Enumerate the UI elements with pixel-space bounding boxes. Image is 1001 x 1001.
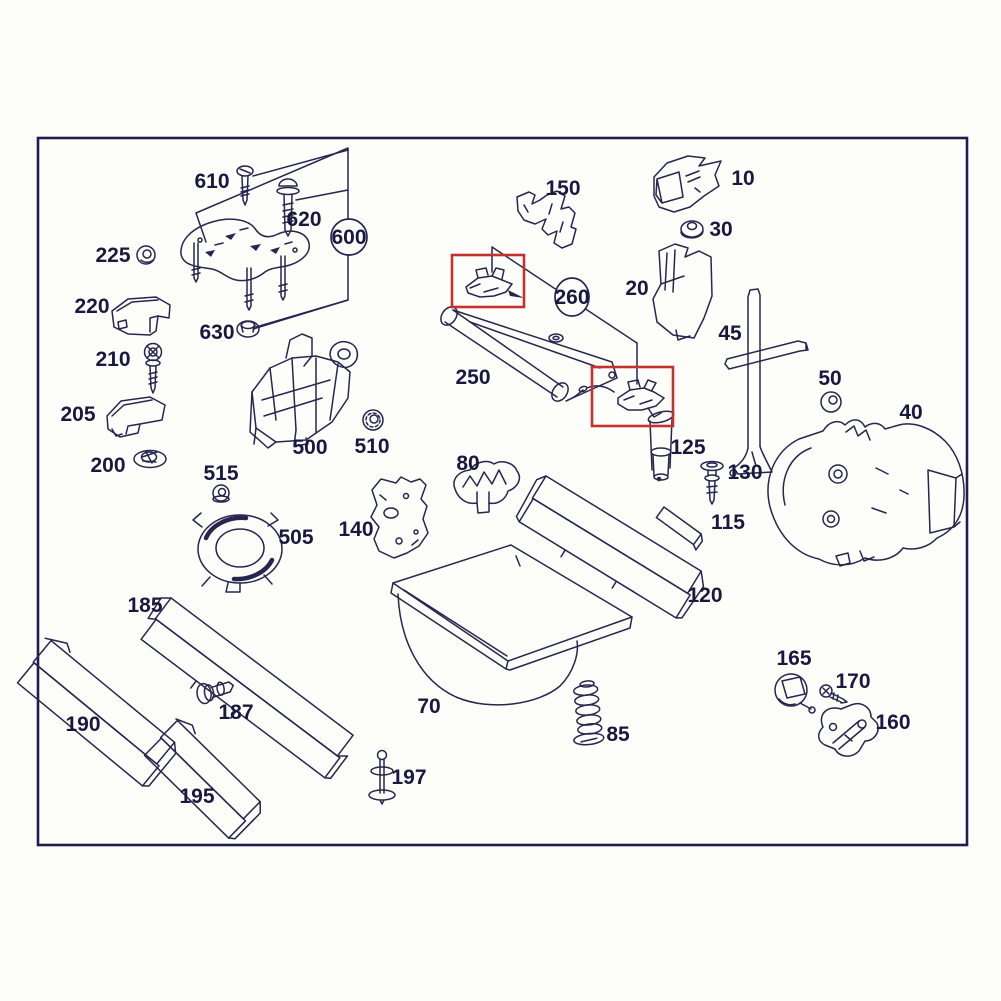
part-label-220: 220	[74, 295, 109, 318]
part-20-pillar-trim	[652, 243, 713, 341]
part-610-screw	[236, 165, 254, 206]
part-30-nut	[680, 220, 704, 239]
part-label-630: 630	[199, 321, 234, 344]
part-85-spring	[573, 680, 605, 746]
part-40-wheel-arch-liner	[767, 419, 965, 567]
part-115-strip	[655, 506, 704, 551]
part-630-nut	[236, 320, 260, 338]
part-label-187: 187	[218, 701, 253, 724]
part-195-sill-panel	[143, 718, 262, 840]
part-190-sill-panel	[16, 637, 177, 787]
part-label-225: 225	[95, 244, 130, 267]
part-label-620: 620	[286, 208, 321, 231]
part-label-515: 515	[203, 462, 238, 485]
part-label-185: 185	[127, 594, 162, 617]
part-label-610: 610	[194, 170, 229, 193]
part-510-nut	[362, 409, 384, 431]
part-187-pushpin	[196, 681, 235, 705]
part-505-mount-ring	[192, 512, 283, 593]
part-label-210: 210	[95, 348, 130, 371]
part-220-cover	[111, 296, 171, 336]
part-label-85: 85	[606, 723, 630, 746]
part-label-510: 510	[354, 435, 389, 458]
part-label-130: 130	[727, 461, 762, 484]
part-515-nut	[212, 484, 230, 503]
part-label-250: 250	[455, 366, 490, 389]
part-140-bracket	[370, 476, 429, 559]
callout-circle-260	[554, 277, 590, 317]
part-10-bracket	[653, 155, 722, 213]
part-label-40: 40	[899, 401, 922, 424]
part-clip-right	[617, 379, 665, 418]
part-label-195: 195	[179, 785, 214, 808]
part-600-floor-plate	[180, 218, 310, 311]
part-label-20: 20	[625, 277, 648, 300]
part-50-grommet	[820, 391, 842, 413]
part-label-45: 45	[718, 322, 742, 345]
part-label-197: 197	[391, 766, 426, 789]
part-170-screw	[819, 684, 848, 704]
part-197-pin	[368, 749, 396, 805]
leader-260	[491, 246, 638, 402]
part-label-125: 125	[670, 436, 705, 459]
part-45-crank	[724, 288, 809, 477]
part-label-505: 505	[278, 526, 313, 549]
part-label-165: 165	[776, 647, 811, 670]
part-label-30: 30	[709, 218, 732, 241]
part-185-sill-panel	[140, 597, 354, 780]
part-205-lid	[106, 396, 166, 438]
part-225-grommet	[136, 245, 156, 265]
part-label-115: 115	[711, 511, 745, 534]
part-500-bracket	[249, 333, 359, 449]
part-80-clip	[453, 460, 521, 514]
part-160-latch	[818, 703, 879, 757]
part-label-205: 205	[60, 403, 95, 426]
part-label-600: 600	[331, 226, 366, 249]
part-120-sill-panel	[515, 475, 705, 619]
part-165-ring-bracket	[774, 673, 816, 714]
part-label-50: 50	[818, 367, 841, 390]
part-label-500: 500	[292, 436, 327, 459]
part-label-140: 140	[338, 518, 373, 541]
part-label-160: 160	[875, 711, 910, 734]
diagram-border	[36, 136, 969, 847]
part-label-10: 10	[731, 167, 754, 190]
part-label-70: 70	[417, 695, 440, 718]
part-150-bracket	[516, 190, 577, 249]
part-label-150: 150	[545, 177, 580, 200]
part-70-floor-board	[390, 544, 633, 706]
part-label-200: 200	[90, 454, 125, 477]
highlight-box-1	[450, 253, 526, 309]
part-label-260: 260	[554, 286, 589, 309]
part-label-190: 190	[65, 713, 100, 736]
part-label-120: 120	[687, 584, 722, 607]
part-label-170: 170	[835, 670, 870, 693]
callout-circle-600	[330, 218, 368, 256]
part-130-rivet	[700, 460, 724, 505]
part-620-screw	[276, 178, 300, 237]
part-210-screw	[143, 342, 163, 394]
highlight-box-2	[590, 365, 675, 428]
part-200-washer	[133, 449, 167, 469]
part-250-cargo-cover	[440, 306, 618, 402]
part-clip-left	[465, 267, 524, 298]
part-label-80: 80	[456, 452, 479, 475]
